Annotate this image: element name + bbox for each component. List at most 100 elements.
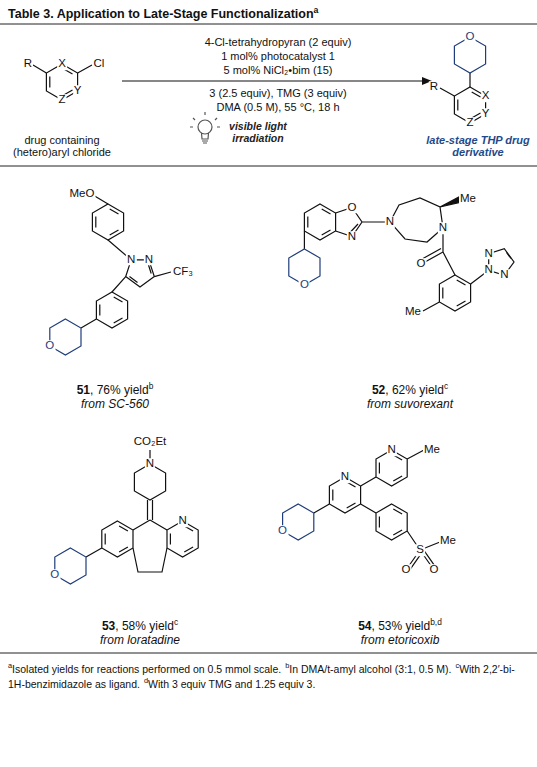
- substrate-caption: drug containing (hetero)aryl chloride: [5, 134, 120, 158]
- ring-bonds: [105, 526, 128, 552]
- compound-54: [283, 450, 440, 572]
- ring-bonds: [443, 280, 466, 306]
- atom-label: Me: [404, 306, 422, 318]
- atom-label: N: [177, 515, 187, 527]
- footnote-mark: c: [444, 381, 448, 391]
- atom-label: N: [144, 254, 154, 266]
- atom-label: Cl: [93, 58, 106, 70]
- ring: [439, 275, 470, 311]
- footnote-mark: b: [149, 381, 154, 391]
- compound-caption: 52, 62% yieldc: [310, 381, 510, 399]
- compound-caption: from SC-560: [15, 397, 215, 413]
- atom-label: N: [438, 222, 448, 234]
- reagent-text: 4-Cl-tetrahydropyran (2 equiv): [205, 36, 352, 48]
- footnote-mark: b,d: [430, 617, 442, 627]
- ring-bonds: [100, 297, 123, 323]
- source-drug: from etoricoxib: [361, 633, 440, 647]
- atom-label: N: [145, 458, 155, 470]
- ring: [304, 204, 335, 240]
- ring-bonds: [458, 92, 481, 118]
- atom-label: O: [416, 258, 427, 270]
- atom-label: N: [340, 471, 350, 483]
- bonds: [81, 195, 171, 328]
- ring-bonds: [379, 509, 402, 535]
- atom-label: O: [401, 564, 412, 576]
- atom-label: Y: [73, 85, 83, 97]
- ring-bonds: [170, 526, 193, 552]
- compound-number: 52: [372, 383, 385, 397]
- title-line: Table 3. Application to Late-Stage Funct…: [8, 5, 318, 22]
- oxazole: [336, 208, 390, 237]
- atom-label: N: [126, 254, 136, 266]
- yield-text: , 58% yield: [115, 619, 174, 633]
- compound-number: 51: [77, 383, 90, 397]
- product-caption: late-stage THP drug derivative: [426, 134, 531, 158]
- bonds: [507, 253, 512, 259]
- atom-label: O: [347, 202, 358, 214]
- footnote-mark: d: [144, 676, 148, 685]
- source-drug: from suvorexant: [367, 397, 453, 411]
- product-structure: [440, 37, 486, 123]
- atom-label: MeO: [69, 188, 96, 200]
- footnote-mark: c: [174, 617, 178, 627]
- atom-label: N: [386, 444, 396, 456]
- rule: [0, 653, 537, 654]
- atom-label: X: [481, 90, 491, 102]
- compound-caption: from loratadine: [40, 633, 240, 649]
- atom-label: Z: [57, 94, 66, 106]
- compound-51: [50, 195, 171, 355]
- compound-number: 54: [358, 619, 371, 633]
- atom-label: O: [299, 279, 310, 291]
- compound-53: [55, 450, 198, 584]
- atom-label: CF₃: [172, 266, 194, 278]
- atom-label: S: [415, 544, 425, 556]
- lightbulb-icon: [190, 112, 220, 143]
- compound-caption: from suvorexant: [310, 397, 510, 413]
- footnote-mark: a: [8, 661, 12, 670]
- atom-label: CO₂Et: [133, 436, 168, 448]
- atom-label: N: [347, 231, 357, 243]
- compound-caption: 54, 53% yieldb,d: [300, 617, 500, 635]
- ring-bonds: [308, 209, 331, 235]
- arrow-line: [122, 80, 424, 81]
- footnotes: aIsolated yields for reactions performed…: [8, 661, 529, 691]
- atom-label: O: [277, 525, 288, 537]
- atom-label: Me: [459, 193, 477, 205]
- footnote-mark: b: [285, 661, 289, 670]
- atom-label: O: [44, 340, 55, 352]
- compound-caption: from etoricoxib: [300, 633, 500, 649]
- atom-label: Z: [465, 117, 474, 129]
- reaction-arrow: [122, 77, 432, 85]
- reagent-text: 5 mol% NiCl₂•bim (15): [224, 64, 333, 76]
- atom-label: O: [465, 31, 476, 43]
- bonds: [304, 228, 488, 311]
- atom-label: N: [484, 248, 494, 260]
- rule: [0, 24, 537, 25]
- ring: [92, 204, 123, 240]
- bonds: [440, 73, 470, 96]
- reagent-text: DMA (0.5 M), 55 °C, 18 h: [217, 101, 340, 113]
- atom-label: O: [49, 569, 60, 581]
- rules: [0, 24, 537, 653]
- yield-text: , 76% yield: [90, 383, 149, 397]
- ring-bonds: [379, 455, 402, 481]
- footnote-text: With 3 equiv TMG and 1.25 equiv 3.: [148, 678, 315, 690]
- atom-label: R: [23, 58, 33, 70]
- rule: [0, 166, 537, 167]
- bonds: [86, 450, 167, 572]
- atom-label: N: [385, 216, 395, 228]
- footnote-mark: c: [455, 661, 459, 670]
- footnote-text: In DMA/t-amyl alcohol (3:1, 0.5 M).: [289, 663, 451, 675]
- atom-label: X: [57, 58, 67, 70]
- diazepane: [390, 198, 443, 242]
- compound-52: [289, 197, 514, 312]
- atom-label: N: [484, 264, 494, 276]
- atom-label: Me: [423, 444, 441, 456]
- ring-bonds: [50, 69, 73, 95]
- compound-number: 53: [102, 619, 115, 633]
- atom-label: O: [429, 564, 440, 576]
- ring-bonds: [96, 209, 119, 235]
- footnote-text: Isolated yields for reactions performed …: [12, 663, 281, 675]
- reagent-text: 1 mol% photocatalyst 1: [221, 50, 335, 62]
- footnote-mark: a: [314, 5, 319, 15]
